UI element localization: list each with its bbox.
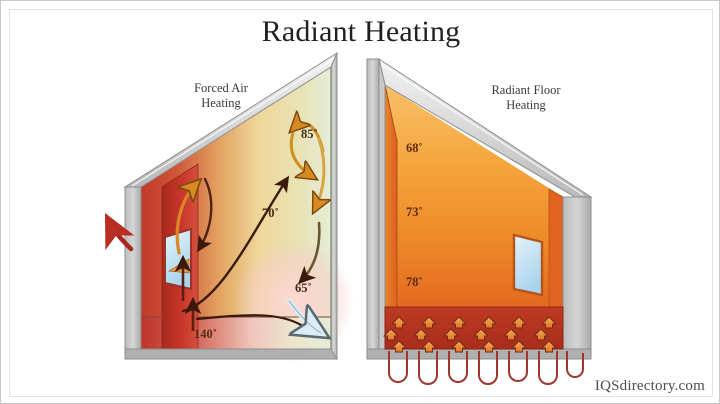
pipe-loop-icon <box>448 351 468 383</box>
pipe-loop-icon <box>388 351 408 383</box>
right-house-window[interactable] <box>512 233 544 297</box>
heat-burst-icon <box>420 316 438 329</box>
left-house-base <box>124 348 338 360</box>
left-house-heat-loss-arrow <box>104 212 135 252</box>
left-house-left-wall <box>124 186 142 350</box>
temperature-label-65: 65˚ <box>295 281 312 295</box>
radiant-pipe-loops <box>388 351 584 385</box>
left-house-duct-arrow <box>175 183 197 255</box>
pipe-loop-icon <box>508 351 528 382</box>
right-house-left-wall-inner <box>378 58 386 350</box>
radiant-floor-emitter-grid <box>382 316 558 353</box>
heat-burst-icon <box>412 328 430 341</box>
right-house-radiant-floor <box>366 57 593 385</box>
left-house-ceiling-arrow <box>315 137 324 209</box>
right-house-corner-line <box>384 84 398 142</box>
heat-burst-icon <box>502 328 520 341</box>
left-house-cold-air-arrow-outline <box>288 300 322 334</box>
pipe-loop-icon <box>418 351 438 385</box>
right-house-floor-slab <box>384 306 564 350</box>
pipe-loop-icon <box>566 351 584 378</box>
left-house-mid-down-arrow <box>298 221 321 284</box>
heat-burst-icon <box>532 328 550 341</box>
heat-burst-icon <box>540 316 558 329</box>
page-title: Radiant Heating <box>261 15 461 48</box>
temperature-label-70: 70˚ <box>262 206 279 220</box>
heat-burst-icon <box>480 316 498 329</box>
heat-burst-icon <box>420 340 438 353</box>
heat-burst-icon <box>382 328 400 341</box>
heat-burst-icon <box>390 316 408 329</box>
heat-burst-icon <box>510 316 528 329</box>
right-house-right-wall <box>562 196 592 360</box>
watermark-iqsdirectory: IQSdirectory.com <box>594 378 705 394</box>
pipe-loop-icon <box>538 351 558 385</box>
right-house-roof-highlight <box>380 63 584 196</box>
left-house-duct-arrow-return <box>196 177 213 253</box>
right-house-left-wall <box>366 58 380 360</box>
label-radiant-floor-heating: Radiant Floor Heating <box>491 83 561 112</box>
heat-burst-icon <box>450 340 468 353</box>
heat-burst-icon <box>472 328 490 341</box>
left-house-diagonal-airflow-arrow <box>181 175 290 313</box>
left-house-forced-air <box>104 51 354 363</box>
pipe-loop-icon <box>478 351 498 385</box>
heat-burst-icon <box>390 340 408 353</box>
left-house-descending-arrow <box>289 131 313 177</box>
label-forced-air-heating: Forced Air Heating <box>194 81 248 110</box>
heat-burst-icon <box>480 340 498 353</box>
temperature-label-140: 140˚ <box>194 327 217 341</box>
heat-burst-icon <box>540 340 558 353</box>
heat-burst-icon <box>510 340 528 353</box>
left-house-right-wall <box>330 52 338 361</box>
temperature-label-78: 78˚ <box>406 275 423 289</box>
heat-burst-icon <box>450 316 468 329</box>
temperature-label-73: 73˚ <box>406 205 423 219</box>
left-house-roof-highlight <box>131 57 336 187</box>
heat-burst-icon <box>442 328 460 341</box>
temperature-label-85: 85˚ <box>301 127 318 141</box>
temperature-label-68: 68˚ <box>406 141 423 155</box>
